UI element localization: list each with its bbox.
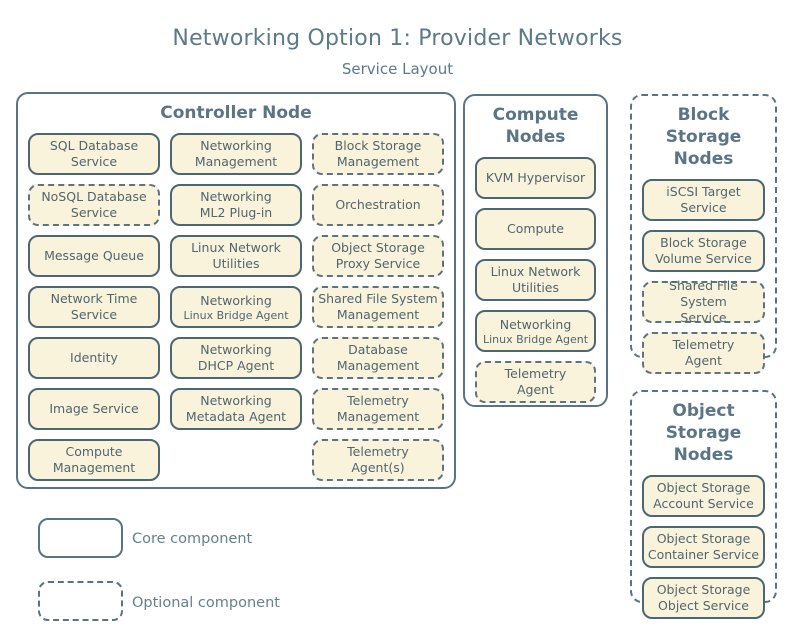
legend-optional-swatch: [38, 581, 123, 621]
svc-shared-file-system-service: Shared File System Service: [642, 278, 765, 325]
object-storage-nodes-panel: Object Storage Nodes Object Storage Acco…: [630, 390, 777, 619]
svc-object-storage-object-service: Object Storage Object Service: [642, 577, 765, 619]
svc-network-time-service: Network Time Service: [28, 286, 160, 328]
svc-networking-dhcp-agent: Networking DHCP Agent: [170, 337, 302, 379]
svc-nosql-database-service: NoSQL Database Service: [28, 184, 160, 226]
diagram-title: Networking Option 1: Provider Networks: [172, 26, 623, 51]
svc-networking-management: Networking Management: [170, 133, 302, 175]
legend-core-swatch: [38, 518, 123, 558]
svc-compute-management: Compute Management: [28, 439, 160, 481]
object-storage-service-stack: Object Storage Account Service Object St…: [642, 475, 765, 619]
diagram-subtitle: Service Layout: [341, 60, 454, 78]
svc-message-queue: Message Queue: [28, 235, 160, 277]
svc-object-storage-account-service: Object Storage Account Service: [642, 475, 765, 517]
svc-kvm-hypervisor: KVM Hypervisor: [475, 157, 596, 199]
svc-compute: Compute: [475, 208, 596, 250]
object-storage-nodes-title: Object Storage Nodes: [665, 401, 742, 465]
svc-linux-network-utilities: Linux Network Utilities: [170, 235, 302, 277]
compute-nodes-title: Compute Nodes: [492, 105, 579, 147]
svc-identity: Identity: [28, 337, 160, 379]
block-storage-nodes-title: Block Storage Nodes: [665, 105, 742, 169]
svc-image-service: Image Service: [28, 388, 160, 430]
svc-database-management: Database Management: [312, 337, 444, 379]
svc-telemetry-management: Telemetry Management: [312, 388, 444, 430]
svc-orchestration: Orchestration: [312, 184, 444, 226]
block-storage-service-stack: iSCSI Target Service Block Storage Volum…: [642, 179, 765, 374]
compute-service-stack: KVM Hypervisor Compute Linux Network Uti…: [475, 157, 596, 403]
svc-telemetry-agent-block: Telemetry Agent: [642, 332, 765, 374]
svc-telemetry-agent-compute: Telemetry Agent: [475, 361, 596, 403]
svc-networking-ml2-plugin: Networking ML2 Plug-in: [170, 184, 302, 226]
svc-block-storage-management: Block Storage Management: [312, 133, 444, 175]
controller-service-grid: SQL Database Service Networking Manageme…: [28, 133, 444, 481]
svc-block-storage-volume-service: Block Storage Volume Service: [642, 230, 765, 272]
svc-telemetry-agents: Telemetry Agent(s): [312, 439, 444, 481]
empty-grid-cell: [170, 439, 302, 481]
compute-nodes-panel: Compute Nodes KVM Hypervisor Compute Lin…: [463, 94, 608, 407]
legend-optional-label: Optional component: [132, 595, 280, 611]
svc-linux-network-utilities-compute: Linux Network Utilities: [475, 259, 596, 301]
svc-sql-database-service: SQL Database Service: [28, 133, 160, 175]
controller-node-title: Controller Node: [160, 103, 312, 123]
svc-networking-metadata-agent: Networking Metadata Agent: [170, 388, 302, 430]
controller-node-panel: Controller Node SQL Database Service Net…: [16, 92, 456, 489]
svc-object-storage-proxy-service: Object Storage Proxy Service: [312, 235, 444, 277]
block-storage-nodes-panel: Block Storage Nodes iSCSI Target Service…: [630, 94, 777, 374]
legend-core-label: Core component: [132, 531, 253, 547]
svc-object-storage-container-service: Object Storage Container Service: [642, 526, 765, 568]
svc-shared-file-system-management: Shared File System Management: [312, 286, 444, 328]
svc-iscsi-target-service: iSCSI Target Service: [642, 179, 765, 221]
